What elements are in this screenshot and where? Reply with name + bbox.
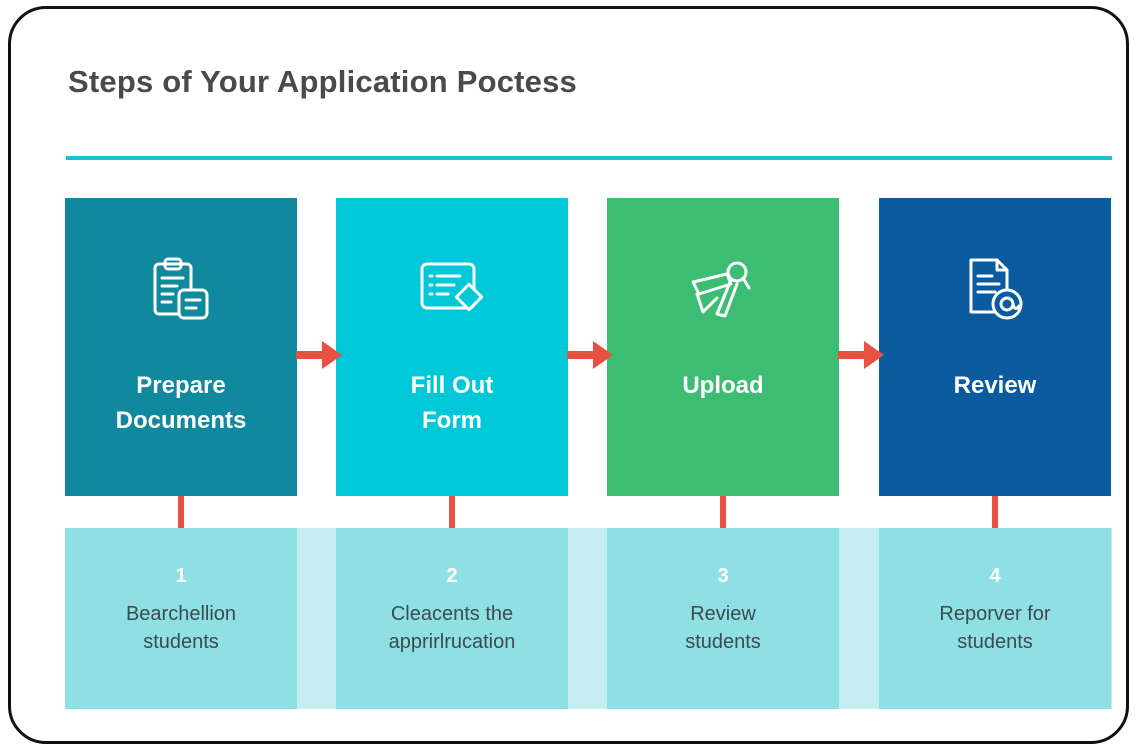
step-number: 2 bbox=[446, 565, 458, 587]
step-label: Fill Out Form bbox=[410, 372, 494, 434]
step-detail-2: 2 Cleacents the apprirlrucation bbox=[336, 528, 568, 709]
step-card-upload: Upload bbox=[607, 198, 839, 496]
step-label: Upload bbox=[682, 372, 764, 399]
step-number: 1 bbox=[175, 565, 187, 587]
upload-ticket-icon bbox=[691, 261, 751, 318]
step-description: Review students bbox=[685, 603, 761, 653]
step-detail-1: 1 Bearchellion students bbox=[65, 528, 297, 709]
title-divider bbox=[66, 156, 1112, 160]
step-connector bbox=[720, 496, 726, 528]
step-detail-3: 3 Review students bbox=[607, 528, 839, 709]
step-card-review: Review bbox=[879, 198, 1111, 496]
step-connector bbox=[992, 496, 998, 528]
step-detail-4: 4 Reporver for students bbox=[879, 528, 1111, 709]
step-number: 3 bbox=[717, 565, 729, 587]
form-edit-icon bbox=[420, 262, 484, 312]
step-description: Bearchellion students bbox=[125, 603, 237, 653]
arrow-right-icon bbox=[296, 341, 342, 369]
step-description: Cleacents the apprirlrucation bbox=[388, 603, 516, 653]
arrow-right-icon bbox=[567, 341, 613, 369]
step-label: Review bbox=[953, 372, 1037, 399]
document-review-icon bbox=[969, 258, 1023, 320]
arrow-right-icon bbox=[838, 341, 884, 369]
step-card-prepare-documents: Prepare Documents bbox=[65, 198, 297, 496]
step-connector bbox=[178, 496, 184, 528]
clipboard-documents-icon bbox=[153, 257, 209, 320]
step-label: Prepare Documents bbox=[115, 372, 247, 434]
step-number: 4 bbox=[989, 565, 1001, 587]
step-connector bbox=[449, 496, 455, 528]
step-card-fill-out-form: Fill Out Form bbox=[336, 198, 568, 496]
step-description: Reporver for students bbox=[939, 603, 1051, 653]
diagram-title: Steps of Your Application Poctess bbox=[68, 64, 578, 99]
